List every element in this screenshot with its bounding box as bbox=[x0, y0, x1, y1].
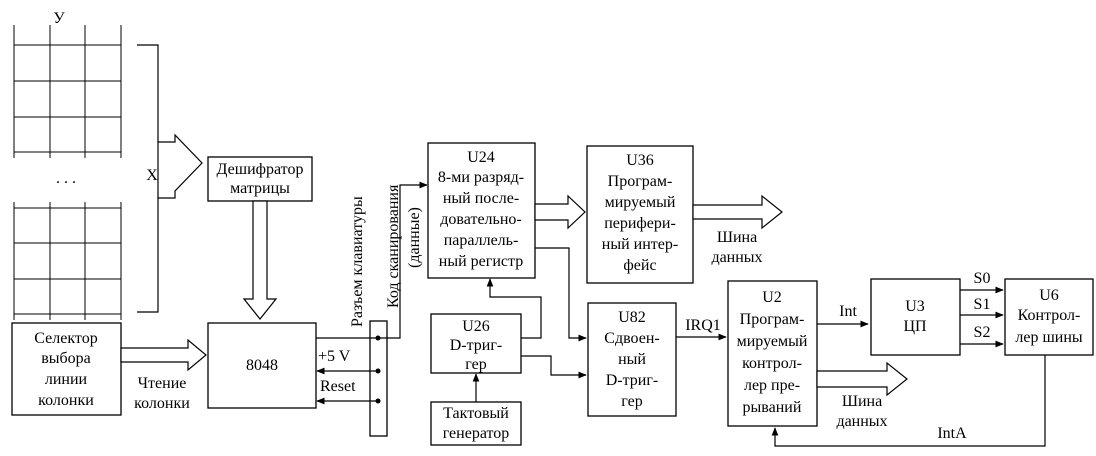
keyboard-connector bbox=[369, 320, 388, 437]
u26-box bbox=[430, 313, 522, 374]
u82-line-4: D-триг- bbox=[606, 372, 659, 389]
key-matrix bbox=[12, 25, 124, 320]
u82-line-1: U82 bbox=[618, 309, 646, 326]
u36-data-bus-arrow bbox=[692, 194, 783, 230]
u26-line-2: D-триг- bbox=[450, 337, 503, 354]
clock-generator-line-2: генератор bbox=[443, 425, 510, 442]
u6-line-2: Контрол- bbox=[1018, 307, 1081, 324]
irq1-label: IRQ1 bbox=[685, 317, 721, 334]
matrix-decoder-line-2: матрицы bbox=[230, 180, 290, 197]
u82-line-2: Сдвоен- bbox=[604, 330, 659, 347]
connector-label: Разъем клавиатуры bbox=[349, 196, 366, 327]
bus2-line-2: данных bbox=[836, 413, 887, 430]
u2-line-5: лер пре- bbox=[744, 377, 800, 394]
scan-code-label: Код сканирования bbox=[385, 184, 402, 308]
u82-line-5: гер bbox=[621, 393, 642, 410]
u36-box bbox=[586, 145, 694, 284]
u2-line-2: Програм- bbox=[740, 311, 805, 328]
clock-generator-line-1: Тактовый bbox=[443, 405, 509, 422]
u24-line-6: ный регистр bbox=[439, 253, 523, 270]
mcu-8048-box bbox=[207, 322, 317, 409]
connector-pin-3 bbox=[375, 398, 381, 404]
int-label: Int bbox=[839, 303, 857, 320]
u36-line-3: мируемый bbox=[605, 194, 676, 211]
matrix-x-label: X bbox=[146, 167, 158, 184]
u2-data-bus-arrow bbox=[816, 361, 908, 397]
u24-to-u36-arrow bbox=[534, 194, 586, 230]
read-columns-line-1: Чтение bbox=[138, 375, 187, 392]
column-selector-line-3: линии bbox=[45, 371, 88, 388]
u36-line-5: ный интер- bbox=[602, 236, 678, 253]
inta-label: IntA bbox=[937, 425, 967, 442]
u2-line-4: контрол- bbox=[742, 355, 802, 372]
matrix-dots: . . . bbox=[56, 170, 76, 187]
clock-generator-box bbox=[430, 401, 522, 446]
u2-line-6: рываний bbox=[743, 399, 802, 416]
bus1-line-2: данных bbox=[711, 249, 762, 266]
bus1-line-1: Шина bbox=[717, 229, 757, 246]
s0-label: S0 bbox=[974, 270, 991, 287]
u24-line-2: 8-ми разряд- bbox=[438, 169, 524, 186]
s1-label: S1 bbox=[974, 296, 991, 313]
u24-line-3: ный после- bbox=[443, 190, 519, 207]
u26-line-3: гер bbox=[465, 356, 486, 373]
u24-line-1: U24 bbox=[467, 149, 495, 166]
u36-line-6: фейс bbox=[623, 257, 656, 274]
u24-box bbox=[427, 142, 536, 279]
u82-line-3: ный bbox=[618, 351, 646, 368]
column-selector-line-4: колонки bbox=[38, 392, 94, 409]
connector-pin-2 bbox=[375, 368, 381, 374]
u2-line-3: мируемый bbox=[737, 333, 808, 350]
inta-line bbox=[771, 355, 1046, 447]
mcu-8048-label: 8048 bbox=[246, 357, 278, 374]
u36-line-4: перифери- bbox=[604, 215, 676, 232]
reset-label: Reset bbox=[320, 378, 356, 395]
u6-bus-controller-box bbox=[1004, 278, 1094, 356]
u6-line-1: U6 bbox=[1039, 287, 1059, 304]
column-selector-line-2: выбора bbox=[41, 350, 91, 367]
matrix-decoder-box bbox=[207, 156, 313, 202]
u3-cpu-box bbox=[870, 278, 961, 356]
u26-line-1: U26 bbox=[462, 318, 490, 335]
u3-line-2: ЦП bbox=[903, 318, 927, 335]
u26-to-u24-line bbox=[486, 278, 542, 339]
u26-to-u82-line bbox=[521, 355, 587, 379]
u2-line-1: U2 bbox=[762, 289, 782, 306]
read-columns-line-2: колонки bbox=[134, 395, 190, 412]
u36-line-2: Програм- bbox=[608, 173, 673, 190]
u36-line-1: U36 bbox=[626, 152, 654, 169]
u24-line-5: параллель- bbox=[444, 232, 519, 249]
u2-box bbox=[727, 280, 818, 427]
scan-data-label: (данные) bbox=[406, 207, 423, 268]
matrix-row-bracket bbox=[137, 44, 159, 313]
mcu-to-decoder-arrow bbox=[242, 200, 278, 320]
column-selector-line-1: Селектор bbox=[34, 330, 97, 347]
matrix-decoder-line-1: Дешифратор bbox=[217, 161, 304, 178]
u24-line-4: довательно- bbox=[440, 211, 521, 228]
matrix-y-label: У bbox=[53, 10, 65, 27]
u24-to-u82-line bbox=[535, 247, 587, 342]
u3-line-1: U3 bbox=[905, 298, 925, 315]
selector-to-mcu-arrow bbox=[120, 338, 207, 372]
v5-label: +5 V bbox=[318, 348, 351, 365]
u6-line-3: лер шины bbox=[1015, 329, 1083, 346]
bus2-line-1: Шина bbox=[842, 393, 882, 410]
decoder-input-arrow bbox=[157, 133, 203, 199]
u82-box bbox=[587, 302, 677, 417]
scan-code-line bbox=[378, 181, 428, 339]
column-selector-box bbox=[11, 322, 122, 416]
s2-label: S2 bbox=[974, 324, 991, 341]
